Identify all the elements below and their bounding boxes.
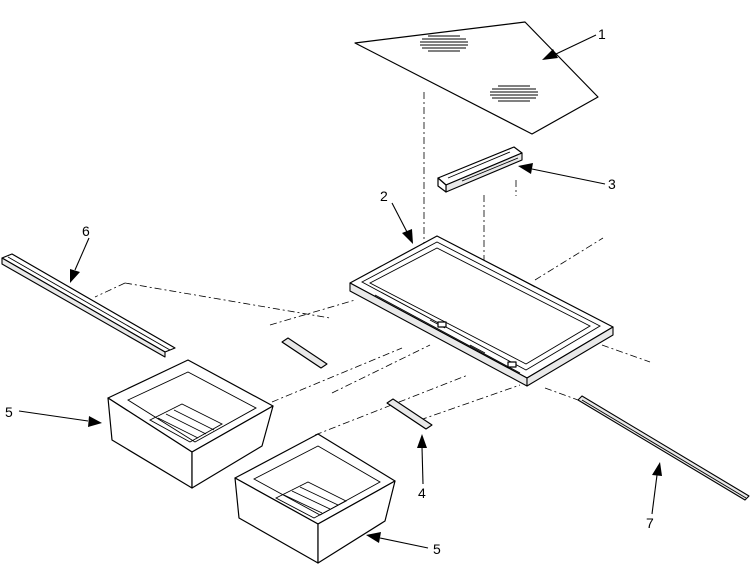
- trim-strip-part-6: [1, 253, 176, 358]
- callout-3: 3: [608, 176, 616, 192]
- glass-shelf-part-1: [354, 21, 599, 135]
- clip-part-4: [386, 398, 433, 430]
- callout-1: 1: [598, 26, 606, 42]
- crisper-drawer-part-5: [107, 359, 274, 489]
- callout-5-left: 5: [5, 404, 13, 420]
- callout-6: 6: [82, 223, 90, 239]
- slide-rail-part-3: [437, 146, 523, 193]
- crisper-drawer-part-5: [234, 433, 396, 564]
- rail-part-7: [577, 395, 750, 501]
- clip-part-4: [281, 337, 328, 369]
- glass-logo-mark: [420, 35, 468, 52]
- shelf-frame-part-2: [349, 235, 614, 387]
- callout-2: 2: [380, 188, 388, 204]
- callout-leader-lines: [18, 34, 662, 549]
- callout-numbers: 1 3 2 6 5 4 5 7: [5, 26, 654, 557]
- callout-5-right: 5: [433, 541, 441, 557]
- callout-7: 7: [646, 515, 654, 531]
- glass-logo-mark: [490, 85, 538, 102]
- callout-4: 4: [418, 485, 426, 501]
